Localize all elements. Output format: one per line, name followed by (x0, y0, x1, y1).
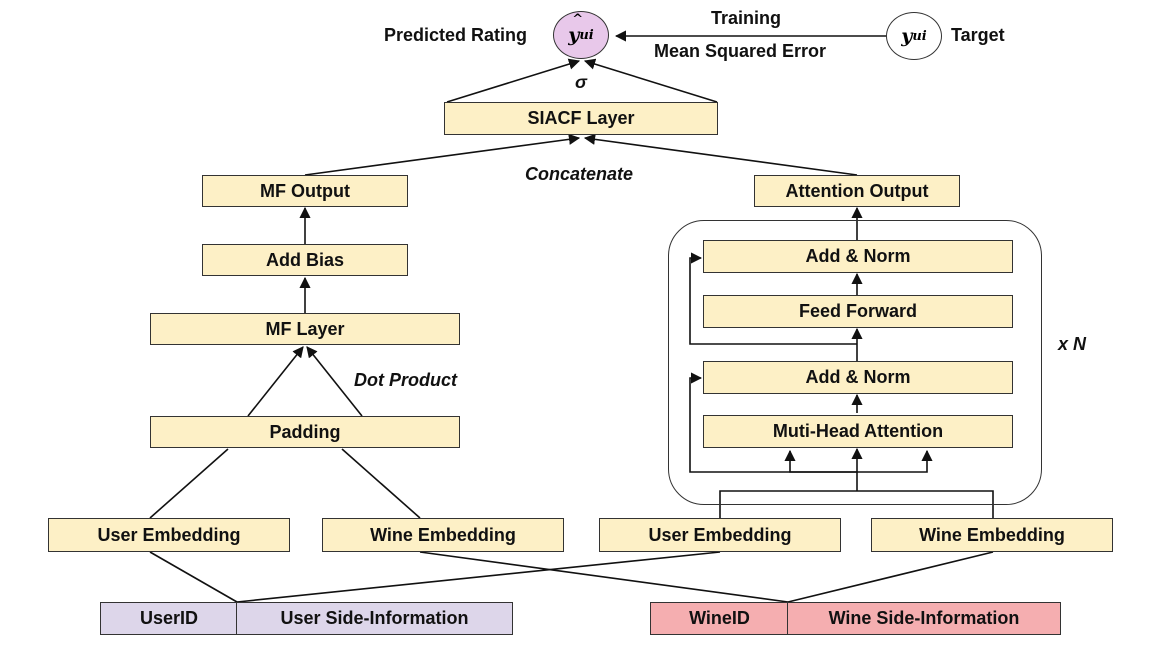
training-label: Training (711, 8, 782, 28)
mf-layer: MF Layer (150, 313, 460, 345)
target-subscript: ui (912, 28, 927, 44)
user-id-input: UserID (100, 602, 238, 635)
predicted-subscript: ui (579, 27, 594, 43)
predicted-symbol: y (568, 12, 583, 46)
target-symbol: y (901, 25, 913, 47)
target-label: Target (951, 25, 1005, 45)
padding: Padding (150, 416, 460, 448)
feed-forward: Feed Forward (703, 295, 1013, 328)
add-norm-top: Add & Norm (703, 240, 1013, 273)
multi-head-attention: Muti-Head Attention (703, 415, 1013, 448)
transformer-encoder-block (668, 220, 1042, 505)
dot-product-label: Dot Product (354, 370, 457, 390)
wine-id-input: WineID (650, 602, 789, 635)
predicted-rating-node: yui (553, 11, 609, 59)
sigma-label: σ (575, 72, 587, 92)
user-side-information-input: User Side-Information (236, 602, 513, 635)
siacf-layer: SIACF Layer (444, 102, 718, 135)
mf-user-embedding: User Embedding (48, 518, 290, 552)
attention-wine-embedding: Wine Embedding (871, 518, 1113, 552)
add-bias: Add Bias (202, 244, 408, 276)
wine-side-information-input: Wine Side-Information (787, 602, 1061, 635)
predicted-rating-label: Predicted Rating (384, 25, 528, 45)
mf-output: MF Output (202, 175, 408, 207)
mf-wine-embedding: Wine Embedding (322, 518, 564, 552)
attention-output: Attention Output (754, 175, 960, 207)
concatenate-label: Concatenate (525, 164, 634, 184)
repeat-n-label: x N (1058, 334, 1087, 354)
mse-label: Mean Squared Error (654, 41, 827, 61)
add-norm-bottom: Add & Norm (703, 361, 1013, 394)
attention-user-embedding: User Embedding (599, 518, 841, 552)
